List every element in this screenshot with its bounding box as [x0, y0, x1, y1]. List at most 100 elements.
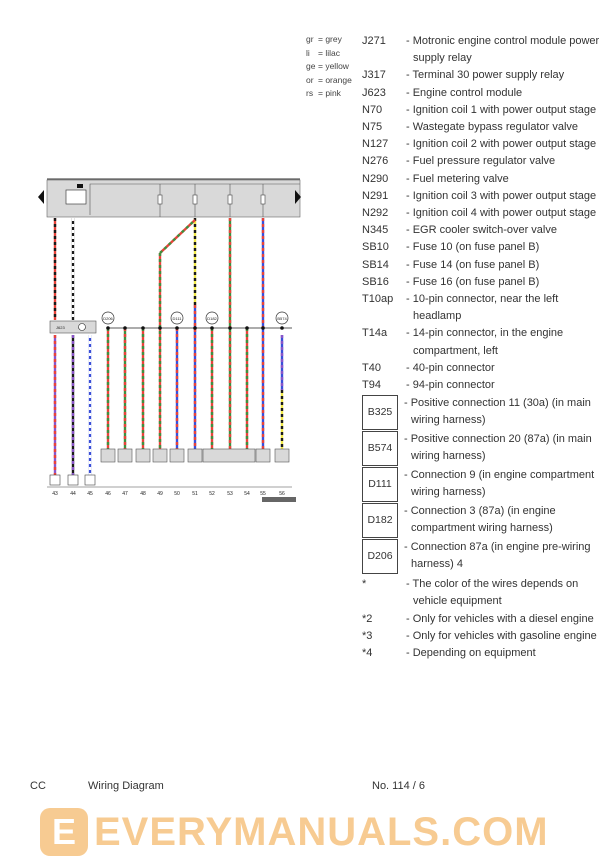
legend-description: - Terminal 30 power supply relay: [406, 69, 565, 82]
legend-item: N345 - EGR cooler switch-over valve: [362, 222, 607, 239]
ecm-box: [49, 320, 97, 334]
relay-fuse-box: [46, 179, 301, 218]
ground-connector: [49, 474, 61, 486]
note-description: - Only for vehicles with a diesel engine: [406, 612, 594, 625]
right-arrow-icon: [295, 190, 301, 204]
connection-legend-item: B325- Positive connection 11 (30a) (in m…: [362, 395, 607, 431]
legend-code: T40: [362, 361, 381, 374]
legend-description: - EGR cooler switch-over valve: [406, 224, 557, 237]
color-name: = pink: [318, 88, 341, 98]
legend-code: N70: [362, 103, 383, 116]
legend-description: - Positive connection 11 (30a) (in main …: [404, 397, 591, 427]
track-number: 47: [122, 491, 128, 497]
note-code: *3: [362, 629, 373, 642]
legend-description: - Ignition coil 2 with power output stag…: [406, 138, 597, 151]
legend-item: N290 - Fuel metering valve: [362, 171, 607, 188]
connection-legend-item: D206- Connection 87a (in engine pre-wiri…: [362, 539, 607, 575]
legend-code: J623: [362, 86, 386, 99]
track-number: 46: [105, 491, 111, 497]
color-key-item: or = orange: [306, 74, 352, 88]
junction-dot: [228, 326, 232, 330]
legend-description: - 14-pin connector, in the engine compar…: [406, 327, 564, 357]
legend-code: J317: [362, 69, 386, 82]
fuse-icon: [192, 194, 198, 205]
note-description: - Depending on equipment: [406, 647, 536, 660]
junction-dot: [245, 326, 249, 330]
connection-circle: [101, 311, 115, 325]
note-code: *4: [362, 647, 373, 660]
legend-description: - Engine control module: [406, 86, 523, 99]
note-item: *- The color of the wires depends on veh…: [362, 576, 607, 610]
color-name: = orange: [318, 74, 352, 85]
legend-item: N70- Ignition coil 1 with power output s…: [362, 102, 607, 119]
note-description: - Only for vehicles with gasoline engine: [406, 629, 597, 642]
legend-item: J623 - Engine control module: [362, 85, 607, 102]
legend-code: N292: [362, 207, 389, 220]
fuse-icon: [157, 194, 163, 205]
note-item: *4 - Depending on equipment: [362, 645, 607, 662]
connection-label: B574: [277, 316, 287, 321]
color-abbr: or: [306, 74, 314, 85]
legend-code: SB16: [362, 275, 389, 288]
component-box: [187, 448, 203, 463]
connection-label: D206: [103, 316, 113, 321]
legend-code: N345: [362, 224, 389, 237]
relay-marker: [77, 184, 83, 188]
component-box: [255, 448, 271, 463]
legend-description: - Connection 87a (in engine pre-wiring h…: [404, 541, 591, 571]
note-code: *2: [362, 612, 373, 625]
note-description: - The color of the wires depends on vehi…: [406, 578, 579, 608]
legend-code: D182: [362, 503, 398, 539]
track-number: 48: [140, 491, 146, 497]
junction-dot: [280, 326, 284, 330]
connection-circle: [205, 311, 219, 325]
wire-stripe: [159, 219, 196, 254]
component-box: [135, 448, 151, 463]
legend-item: SB16 - Fuse 16 (on fuse panel B): [362, 274, 607, 291]
legend-description: - Motronic engine control module power s…: [406, 35, 600, 65]
note-item: *3 - Only for vehicles with gasoline engi…: [362, 628, 607, 645]
legend-item: SB10- Fuse 10 (on fuse panel B): [362, 239, 607, 256]
color-abbr: ge: [306, 61, 316, 71]
ecm-symbol: [78, 323, 86, 331]
ground-connector: [84, 474, 96, 486]
legend-item: N291- Ignition coil 3 with power output …: [362, 188, 607, 205]
color-abbr: gr: [306, 34, 314, 44]
legend-item: T40 - 40-pin connector: [362, 360, 607, 377]
legend-code: T14a: [362, 327, 388, 340]
junction-dot: [158, 326, 162, 330]
component-box: [100, 448, 116, 463]
left-arrow-icon: [38, 190, 44, 204]
legend-description: - 10-pin connector, near the left headla…: [406, 293, 559, 323]
legend-code: T10ap: [362, 293, 394, 306]
legend-description: - Fuel metering valve: [406, 172, 509, 185]
connection-circle: [170, 311, 184, 325]
legend-description: - 94-pin connector: [406, 379, 495, 392]
legend-description: - Fuel pressure regulator valve: [406, 155, 556, 168]
connection-legend-item: B574- Positive connection 20 (87a) (in m…: [362, 431, 607, 467]
legend-code: N290: [362, 172, 389, 185]
connection-legend-item: D111- Connection 9 (in engine compartmen…: [362, 467, 607, 503]
component-box: [117, 448, 133, 463]
color-abbr: li: [306, 47, 310, 58]
track-number: 45: [87, 491, 93, 497]
color-key-item: rs= pink: [306, 87, 352, 101]
legend-item: J317 - Terminal 30 power supply relay: [362, 67, 607, 84]
component-box: [274, 448, 290, 463]
component-box: [169, 448, 185, 463]
ecm-label: J623: [56, 325, 65, 330]
legend-description: - Fuse 10 (on fuse panel B): [406, 241, 540, 254]
legend-description: - Fuse 16 (on fuse panel B): [406, 275, 540, 288]
component-box: [202, 448, 256, 463]
legend-description: - Connection 9 (in engine compartment wi…: [404, 469, 595, 499]
ground-connector: [67, 474, 79, 486]
legend-item: T94 - 94-pin connector: [362, 377, 607, 394]
junction-dot: [141, 326, 145, 330]
footer-code: CC: [30, 780, 46, 792]
watermark: E EVERYMANUALS.COM: [40, 808, 549, 856]
legend-description: - 40-pin connector: [406, 361, 495, 374]
color-key-item: li= lilac: [306, 47, 352, 61]
legend-code: T94: [362, 379, 381, 392]
legend-item: N276- Fuel pressure regulator valve: [362, 153, 607, 170]
